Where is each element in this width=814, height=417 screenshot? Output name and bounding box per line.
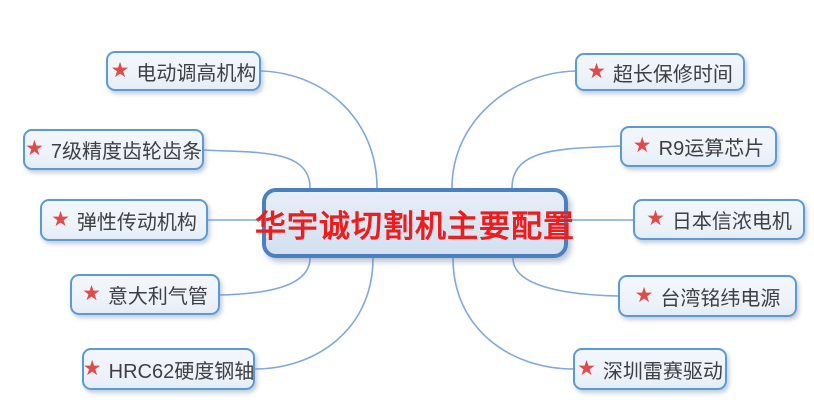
branch-label: 深圳雷赛驱动: [602, 360, 723, 383]
branch-label: R9运算芯片: [658, 138, 765, 160]
central-topic-node[interactable]: 华宇诚切割机主要配置: [255, 188, 574, 258]
branch-label: 弹性传动机构: [76, 211, 197, 234]
branch-node-hrc62-steel-shaft[interactable]: ★ HRC62硬度钢轴: [82, 348, 255, 390]
connector-edge: [452, 257, 574, 370]
branch-node-shinano-motor[interactable]: ★ 日本信浓电机: [633, 199, 805, 240]
connector-edge: [260, 70, 378, 189]
branch-node-leadshine-drive[interactable]: ★ 深圳雷赛驱动: [573, 348, 727, 390]
star-icon: ★: [51, 207, 70, 231]
branch-label: 超长保修时间: [612, 63, 733, 86]
star-icon: ★: [82, 282, 101, 305]
branch-label: 日本信浓电机: [671, 211, 792, 233]
branch-label: HRC62硬度钢轴: [108, 360, 255, 383]
star-icon: ★: [577, 356, 596, 380]
connector-edge: [511, 145, 621, 189]
branch-node-electric-height-adjust[interactable]: ★ 电动调高机构: [106, 51, 261, 91]
branch-node-gear-rack[interactable]: ★ 7级精度齿轮齿条: [23, 129, 204, 170]
branch-label: 7级精度齿轮齿条: [50, 141, 202, 163]
branch-label: 电动调高机构: [136, 62, 257, 85]
branch-node-italian-air-pipe[interactable]: ★ 意大利气管: [70, 274, 220, 315]
star-icon: ★: [25, 137, 44, 160]
connector-edge: [203, 149, 311, 189]
branch-label: 意大利气管: [107, 286, 208, 308]
star-icon: ★: [634, 283, 654, 307]
branch-node-meanwell-power[interactable]: ★ 台湾铭纬电源: [618, 275, 797, 317]
central-topic-label: 华宇诚切割机主要配置: [255, 208, 575, 244]
branch-node-r9-chip[interactable]: ★ R9运算芯片: [620, 126, 777, 167]
branch-label: 台湾铭纬电源: [660, 287, 781, 310]
connector-edge: [254, 257, 374, 370]
star-icon: ★: [646, 207, 665, 230]
star-icon: ★: [587, 59, 606, 83]
star-icon: ★: [82, 356, 102, 380]
connector-edge: [219, 257, 311, 296]
branch-node-long-warranty[interactable]: ★ 超长保修时间: [575, 53, 745, 91]
star-icon: ★: [632, 134, 652, 157]
star-icon: ★: [110, 58, 130, 82]
connector-edge: [512, 257, 619, 297]
branch-node-elastic-drive[interactable]: ★ 弹性传动机构: [40, 199, 208, 241]
connector-edge: [451, 70, 576, 189]
